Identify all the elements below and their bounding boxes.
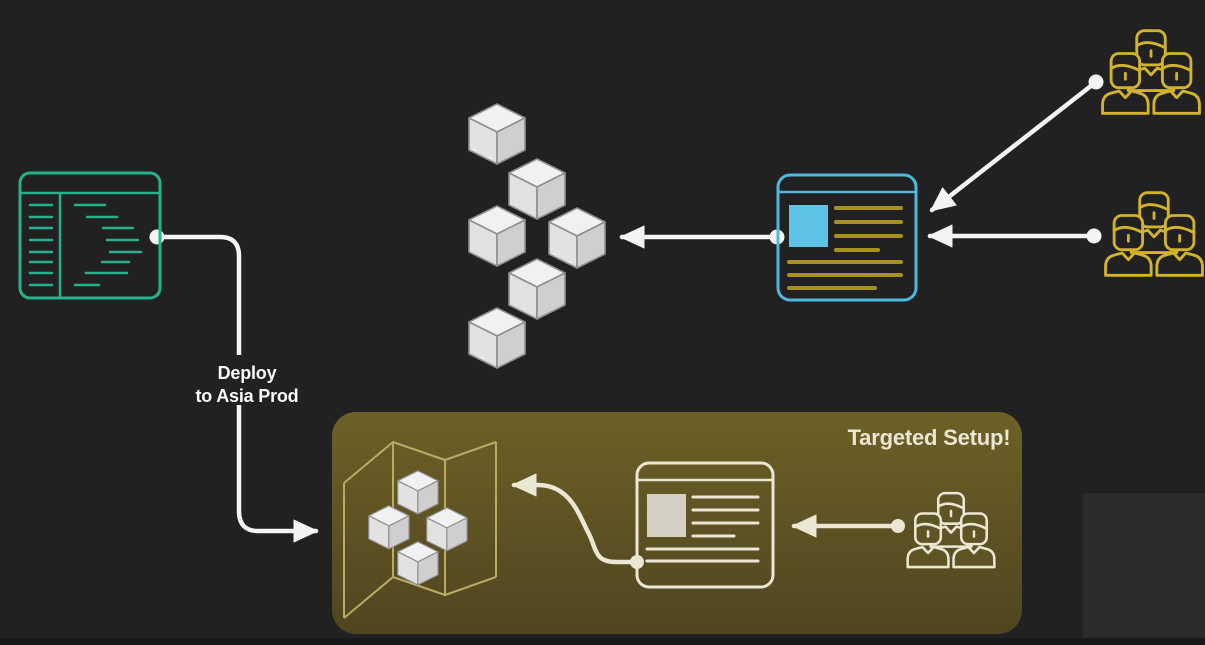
connector-dot: [891, 519, 905, 533]
environment-icon: [343, 441, 497, 619]
label-backdrop: [186, 355, 310, 405]
targeted-setup-panel: Targeted Setup!: [332, 412, 1022, 634]
cube-icon: [468, 103, 526, 165]
cube-icon: [508, 158, 566, 220]
cube-icon: [548, 207, 606, 269]
connector-dot: [1088, 74, 1104, 90]
edge-browser-to-environment-targeted: [511, 473, 640, 565]
cube-icon: [397, 470, 439, 515]
connector-dot: [1086, 228, 1102, 244]
bottom-edge-strip: [0, 638, 1205, 645]
code-editor-icon: [18, 171, 162, 300]
targeted-browser-icon: [635, 461, 775, 589]
browser-content-block: [789, 205, 828, 247]
cube-icon: [426, 507, 468, 552]
deploy-label-line1: Deploy: [218, 363, 277, 383]
panel-title: Targeted Setup!: [848, 425, 1011, 450]
connector-dot: [630, 555, 644, 569]
editor-sidebar-lines: [28, 203, 54, 287]
cube-icon: [397, 541, 439, 586]
cube-icon: [468, 205, 526, 267]
edge-users-top-to-browser: [929, 79, 1099, 213]
browser-window-icon: [776, 173, 918, 302]
cube-icon: [508, 258, 566, 320]
browser-content-block: [647, 494, 686, 537]
editor-code-lines: [73, 203, 143, 287]
cube-icon: [368, 505, 410, 550]
connector-dot: [149, 229, 165, 245]
background-sheen: [1083, 493, 1205, 645]
cube-icon: [468, 307, 526, 369]
browser-text-lines: [787, 206, 903, 290]
deploy-label-line2: to Asia Prod: [196, 386, 299, 406]
